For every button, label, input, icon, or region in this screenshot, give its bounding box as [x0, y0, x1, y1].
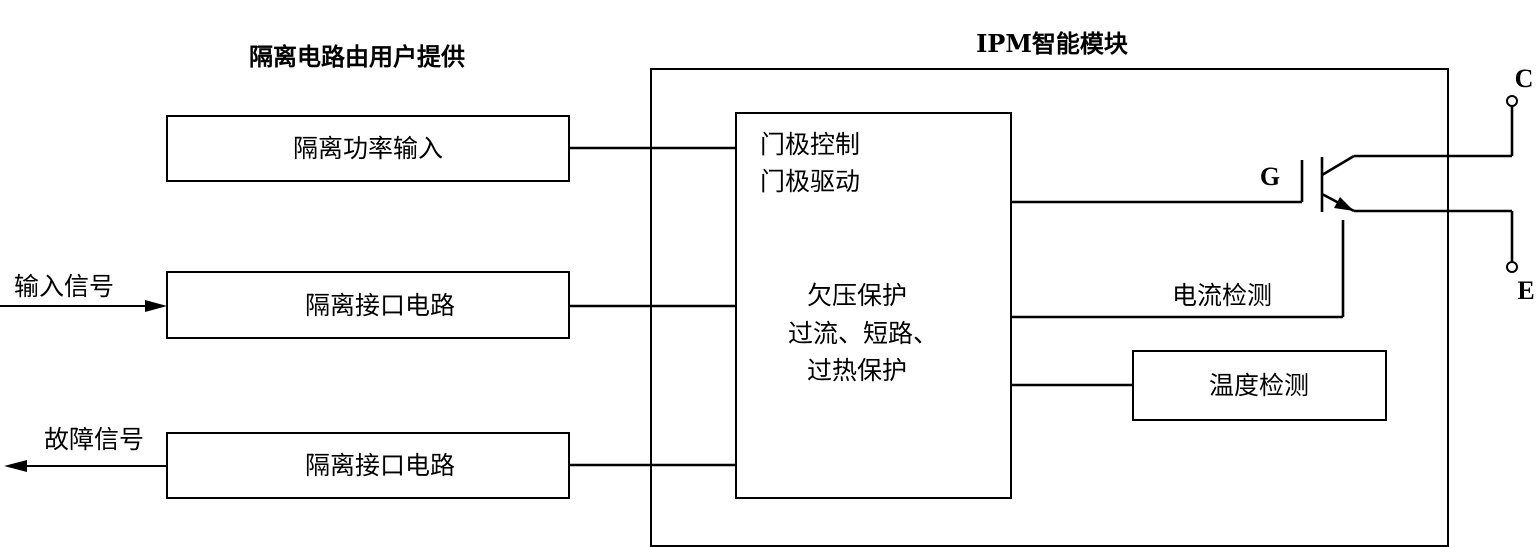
isolated-power-input-label: 隔离功率输入 — [293, 134, 443, 163]
fault-signal-arrowhead — [4, 460, 27, 472]
gate-terminal-label: G — [1260, 162, 1280, 191]
igbt-emitter-arrow-icon — [1334, 197, 1354, 211]
input-signal-arrowhead — [145, 300, 167, 312]
current-detect-label: 电流检测 — [1172, 281, 1272, 310]
overheat-protection-label: 过热保护 — [807, 356, 907, 385]
control-protection-block — [735, 112, 1012, 499]
emitter-terminal-icon — [1506, 261, 1518, 273]
igbt-collector-leg — [1321, 154, 1355, 177]
undervoltage-protection-label: 欠压保护 — [807, 281, 907, 310]
emitter-terminal-label: E — [1517, 276, 1534, 305]
temperature-detect-label: 温度检测 — [1209, 371, 1309, 400]
gate-drive-label: 门极驱动 — [760, 167, 860, 196]
isolated-interface-output-label: 隔离接口电路 — [305, 451, 455, 480]
collector-terminal-icon — [1506, 95, 1518, 107]
ipm-module-frame — [650, 68, 1449, 547]
input-signal-label: 输入信号 — [14, 272, 114, 301]
temperature-detect-block — [1132, 350, 1387, 421]
overcurrent-short-label: 过流、短路、 — [788, 319, 938, 348]
fault-signal-label: 故障信号 — [44, 425, 144, 454]
isolation-note-label: 隔离电路由用户提供 — [249, 42, 465, 71]
collector-terminal-label: C — [1515, 64, 1534, 93]
isolated-interface-input-label: 隔离接口电路 — [305, 291, 455, 320]
gate-control-label: 门极控制 — [760, 130, 860, 159]
ipm-title-label: IPM智能模块 — [976, 29, 1128, 58]
